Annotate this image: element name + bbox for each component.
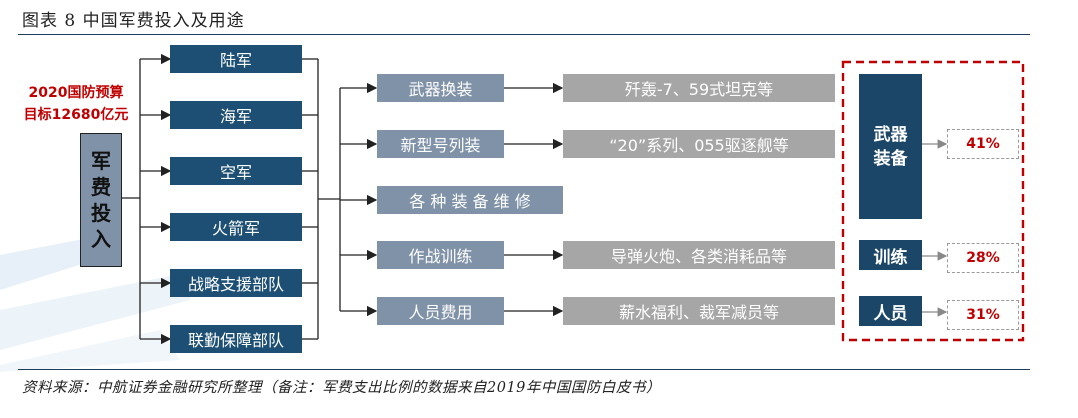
budget-line-1: 2020国防预算 xyxy=(28,85,124,101)
root-node-military-spending: 军费投入 xyxy=(80,133,122,267)
category-personnel: 人员 xyxy=(859,296,922,326)
title-rule xyxy=(18,34,1030,35)
source-footnote: 资料来源：中航证券金融研究所整理（备注：军费支出比例的数据来自2019年中国国防… xyxy=(22,380,661,396)
branch-strategic-support: 战略支援部队 xyxy=(170,269,302,297)
use-weapon-replacement: 武器换装 xyxy=(377,74,504,102)
branch-army: 陆军 xyxy=(170,45,302,73)
example-new-models: “20”系列、055驱逐舰等 xyxy=(563,130,835,158)
branch-air-force: 空军 xyxy=(170,157,302,185)
category-frame xyxy=(841,60,1025,342)
use-personnel-costs: 人员费用 xyxy=(377,297,504,325)
example-training: 导弹火炮、各类消耗品等 xyxy=(563,241,835,269)
footer-rule xyxy=(18,369,1030,370)
branch-navy: 海军 xyxy=(170,101,302,129)
percent-training: 28% xyxy=(947,243,1019,273)
use-combat-training: 作战训练 xyxy=(377,241,504,269)
branch-rocket-force: 火箭军 xyxy=(170,213,302,241)
example-weapons: 歼轰-7、59式坦克等 xyxy=(563,74,835,102)
root-label: 军费投入 xyxy=(91,149,111,251)
use-new-model-deployment: 新型号列装 xyxy=(377,130,504,158)
use-equipment-maintenance: 各 种 装 备 维 修 xyxy=(377,186,563,214)
branch-joint-logistics: 联勤保障部队 xyxy=(170,325,302,353)
category-equipment: 武器装备 xyxy=(859,74,922,219)
category-training: 训练 xyxy=(859,240,922,270)
percent-equipment: 41% xyxy=(947,129,1019,159)
figure-title: 图表 8 中国军费投入及用途 xyxy=(22,11,245,31)
budget-note: 2020国防预算 目标12680亿元 xyxy=(20,82,132,126)
example-personnel: 薪水福利、裁军减员等 xyxy=(563,297,835,325)
percent-personnel: 31% xyxy=(947,300,1019,330)
budget-line-2: 目标12680亿元 xyxy=(23,107,129,123)
